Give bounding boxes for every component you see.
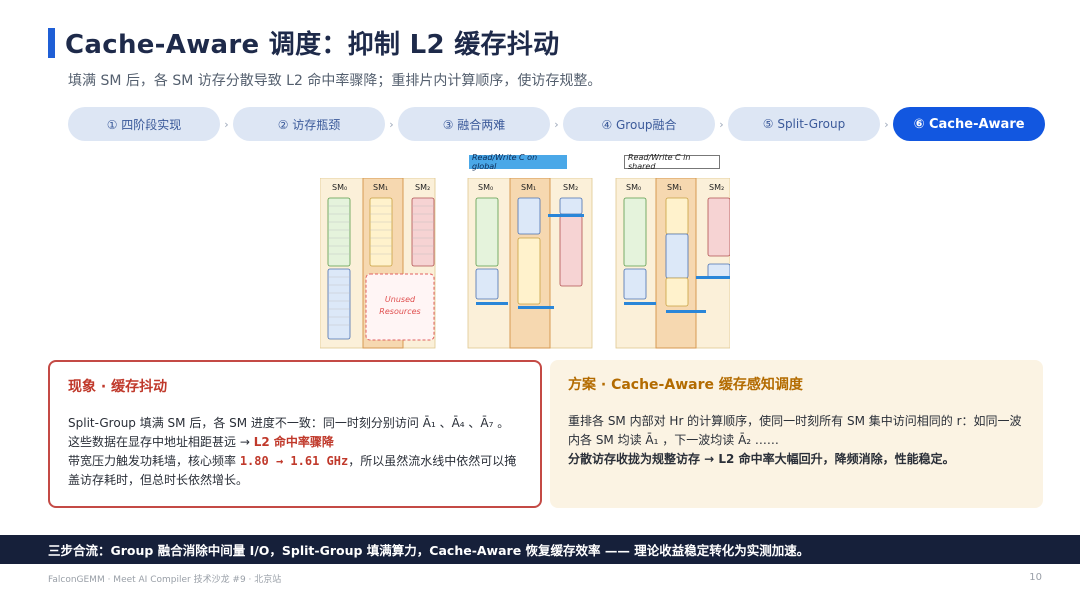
phenomenon-text-2a: 这些数据在显存中地址相距甚远 → [68, 435, 254, 449]
chevron-right-icon: › [719, 117, 724, 131]
step-3[interactable]: ③ 融合两难 [398, 107, 550, 141]
solution-title: 方案 · Cache-Aware 缓存感知调度 [568, 377, 803, 393]
step-4[interactable]: ④ Group融合 [563, 107, 715, 141]
solution-card: 方案 · Cache-Aware 缓存感知调度 重排各 SM 内部对 Hr 的计… [550, 360, 1043, 508]
step-2[interactable]: ② 访存瓶颈 [233, 107, 385, 141]
page-subtitle: 填满 SM 后，各 SM 访存分散导致 L2 命中率骤降；重排片内计算顺序，使访… [68, 73, 602, 89]
sm1-label: SM₁ [521, 183, 536, 192]
phenomenon-text-3: 带宽压力触发功耗墙，核心频率 1.80 → 1.61 GHz，所以虽然流水线中依… [68, 452, 522, 490]
sm1-label: SM₁ [373, 183, 388, 192]
sm2-label: SM₂ [415, 183, 430, 192]
step-6-active[interactable]: ⑥ Cache-Aware [893, 107, 1045, 141]
unused-label-2: Resources [379, 307, 420, 316]
title-row: Cache-Aware 调度：抑制 L2 缓存抖动 [48, 24, 559, 61]
phenomenon-card: 现象 · 缓存抖动 Split-Group 填满 SM 后，各 SM 进度不一致… [48, 360, 542, 508]
step-5[interactable]: ⑤ Split-Group [728, 107, 880, 141]
unused-label-1: Unused [385, 295, 416, 304]
panel-1: SM₀ SM₁ SM₂ Unused Resources [320, 178, 436, 349]
footer-text: FalconGEMM · Meet AI Compiler 技术沙龙 #9 · … [48, 575, 282, 585]
chevron-right-icon: › [554, 117, 559, 131]
frequency-drop: 1.80 → 1.61 GHz [239, 454, 349, 468]
tag-global: Read/Write C on global [469, 153, 567, 171]
phenomenon-text-2: 这些数据在显存中地址相距甚远 → L2 命中率骤降 [68, 433, 522, 452]
panel-2: SM₀ SM₁ SM₂ [467, 178, 593, 349]
step-1[interactable]: ① 四阶段实现 [68, 107, 220, 141]
phenomenon-text-1: Split-Group 填满 SM 后，各 SM 进度不一致：同一时刻分别访问 … [68, 416, 510, 430]
solution-text-2: 分散访存收拢为规整访存 → L2 命中率大幅回升，降频消除，性能稳定。 [568, 452, 955, 466]
page-title: Cache-Aware 调度：抑制 L2 缓存抖动 [65, 30, 560, 60]
chevron-right-icon: › [224, 117, 229, 131]
sm0-label: SM₀ [626, 183, 641, 192]
title-accent-bar [48, 27, 55, 58]
panel-3: SM₀ SM₁ SM₂ [615, 178, 730, 349]
page-number: 10 [1029, 572, 1042, 583]
step-nav: ① 四阶段实现 › ② 访存瓶颈 › ③ 融合两难 › ④ Group融合 › … [68, 107, 1048, 141]
phenomenon-text-3a: 带宽压力触发功耗墙，核心频率 [68, 454, 240, 468]
summary-banner: 三步合流：Group 融合消除中间量 I/O，Split-Group 填满算力，… [0, 535, 1080, 564]
sm2-label: SM₂ [709, 183, 724, 192]
l2-hit-drop: L2 命中率骤降 [253, 435, 334, 449]
chevron-right-icon: › [884, 117, 889, 131]
tag-shared: Read/Write C in shared [624, 153, 720, 171]
sm1-label: SM₁ [667, 183, 682, 192]
chevron-right-icon: › [389, 117, 394, 131]
phenomenon-title: 现象 · 缓存抖动 [68, 379, 168, 395]
scheduling-diagram: SM₀ SM₁ SM₂ Unused Resources SM₀ SM₁ SM₂ [320, 178, 730, 349]
sm2-label: SM₂ [563, 183, 578, 192]
sm0-label: SM₀ [332, 183, 347, 192]
sm0-label: SM₀ [478, 183, 493, 192]
solution-text-1: 重排各 SM 内部对 Hr 的计算顺序，使同一时刻所有 SM 集中访问相同的 r… [568, 414, 1022, 447]
phenomenon-text-3c: ，所以虽然流水线中依然可以掩盖访存耗时，但总时长依然增长。 [68, 454, 517, 487]
